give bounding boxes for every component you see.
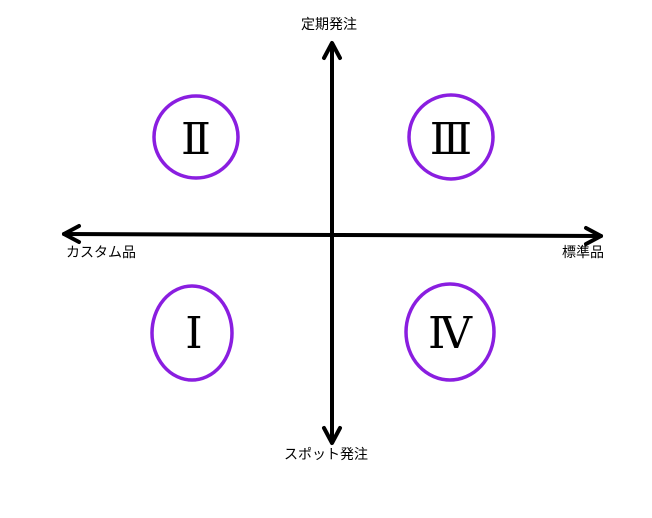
vertical-axis-arrowhead-top: [322, 41, 342, 60]
horizontal-axis-arrowhead-left: [62, 224, 81, 244]
quadrant-circle-lower-right: [404, 282, 496, 382]
axis-label-bottom: スポット発注: [284, 447, 368, 463]
quadrant-circle-lower-left: [150, 284, 234, 382]
quadrant-label-upper-right: Ⅲ: [430, 114, 472, 165]
horizontal-axis-arrowhead-right: [584, 226, 603, 246]
quadrant-label-upper-left: Ⅱ: [181, 114, 211, 165]
quadrant-circle-upper-left: [152, 94, 240, 180]
horizontal-axis: [62, 232, 603, 238]
vertical-axis-arrowhead-bottom: [322, 426, 342, 445]
axis-label-left: カスタム品: [66, 245, 136, 261]
quadrant-circle-upper-right: [407, 93, 495, 181]
axis-label-right: 標準品: [562, 245, 604, 261]
quadrant-label-lower-right: Ⅳ: [428, 308, 473, 359]
axis-label-top: 定期発注: [301, 17, 357, 33]
quadrant-label-lower-left: Ⅰ: [185, 308, 202, 359]
